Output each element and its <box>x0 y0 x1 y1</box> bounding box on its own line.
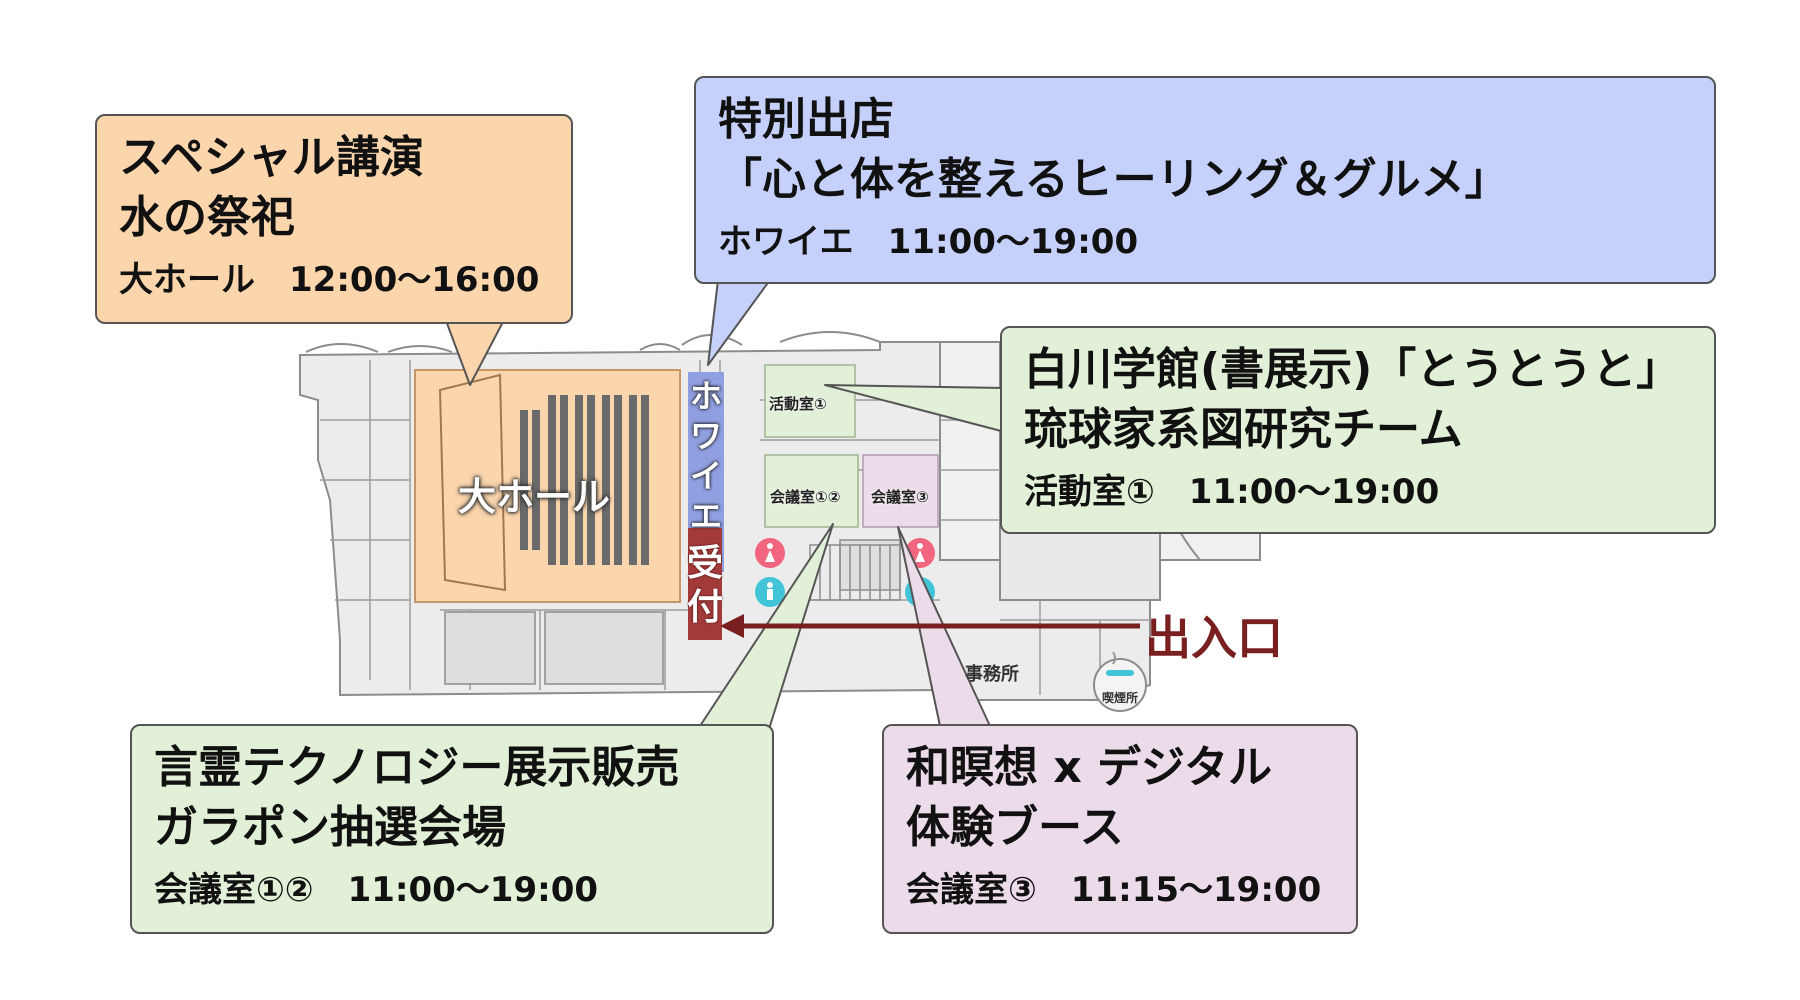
meeting-room-3-area <box>862 454 939 528</box>
entrance-label: 出入口 <box>1145 611 1283 665</box>
meeting-room-12-area <box>764 454 859 528</box>
special-lecture-place-time: 大ホール 12:00〜16:00 <box>119 260 540 300</box>
meditation-callout: 和瞑想 x デジタル 体験ブース 会議室③ 11:15〜19:00 <box>882 724 1358 934</box>
kotodama-title: 言霊テクノロジー展示販売 <box>154 742 680 793</box>
special-lecture-subtitle: 水の祭祀 <box>119 192 295 243</box>
hall-stage-outline <box>438 373 507 592</box>
special-lecture-title: スペシャル講演 <box>119 132 424 183</box>
foyer-label-char: ワ <box>689 417 722 455</box>
kotodama-callout: 言霊テクノロジー展示販売 ガラポン抽選会場 会議室①② 11:00〜19:00 <box>130 724 774 934</box>
hall-seating <box>520 395 649 565</box>
smoking-area-icon <box>1093 651 1147 712</box>
reception-label: 受 付 <box>686 542 724 630</box>
big-hall-label: 大ホール <box>458 475 611 519</box>
womens-restroom-icon <box>755 538 785 568</box>
special-shop-title: 特別出店 <box>718 94 894 145</box>
meeting-room-12-label: 会議室①② <box>770 488 841 506</box>
smoking-area-label: 喫煙所 <box>1102 691 1139 705</box>
special-shop-callout: 特別出店 「心と体を整えるヒーリング＆グルメ」 ホワイエ 11:00〜19:00 <box>694 76 1716 284</box>
shirakawa-subtitle: 琉球家系図研究チーム <box>1024 404 1463 455</box>
foyer-label-char: ホ <box>689 377 722 415</box>
mens-restroom-icon <box>755 577 785 607</box>
meditation-title: 和瞑想 x デジタル <box>906 742 1273 793</box>
reception-area <box>688 528 722 640</box>
meditation-place-time: 会議室③ 11:15〜19:00 <box>906 870 1322 910</box>
shirakawa-place-time: 活動室① 11:00〜19:00 <box>1024 472 1440 512</box>
meditation-subtitle: 体験ブース <box>906 802 1124 853</box>
shirakawa-title: 白川学館(書展示)「とうとうと」 <box>1024 344 1681 395</box>
meeting-room-3-label: 会議室③ <box>871 488 929 506</box>
special-lecture-callout: スペシャル講演 水の祭祀 大ホール 12:00〜16:00 <box>95 114 573 324</box>
kotodama-subtitle: ガラポン抽選会場 <box>154 802 506 853</box>
foyer-label: ホ ワ イ エ <box>686 376 726 536</box>
reception-label-char: 受 <box>686 543 723 584</box>
office-label: 事務所 <box>965 664 1019 685</box>
activity-room-1-label: 活動室① <box>769 395 827 413</box>
foyer-label-char: エ <box>689 497 722 535</box>
reception-label-char: 付 <box>686 587 723 628</box>
special-shop-place-time: ホワイエ 11:00〜19:00 <box>718 222 1139 262</box>
entrance-arrow <box>720 614 1140 638</box>
activity-room-1-area <box>764 364 856 438</box>
special-shop-subtitle: 「心と体を整えるヒーリング＆グルメ」 <box>718 154 1509 205</box>
shirakawa-callout: 白川学館(書展示)「とうとうと」 琉球家系図研究チーム 活動室① 11:00〜1… <box>1000 326 1716 534</box>
foyer-label-char: イ <box>689 457 722 495</box>
kotodama-place-time: 会議室①② 11:00〜19:00 <box>154 870 599 910</box>
